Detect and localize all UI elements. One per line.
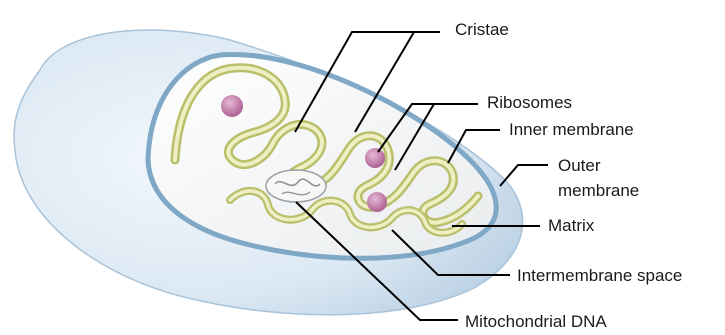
label-mitochondrial-dna: Mitochondrial DNA — [465, 312, 607, 332]
label-matrix: Matrix — [548, 216, 594, 236]
ribosome-3 — [367, 192, 387, 212]
label-outer-membrane-line1: Outer — [558, 156, 601, 176]
label-cristae: Cristae — [455, 20, 509, 40]
label-inner-membrane: Inner membrane — [509, 120, 634, 140]
label-outer-membrane-line2: membrane — [558, 181, 639, 201]
label-ribosomes: Ribosomes — [487, 93, 572, 113]
ribosome-1 — [221, 95, 243, 117]
ribosome-2 — [365, 148, 385, 168]
mitochondrial-dna-shape — [266, 170, 326, 202]
label-intermembrane-space: Intermembrane space — [517, 266, 682, 286]
